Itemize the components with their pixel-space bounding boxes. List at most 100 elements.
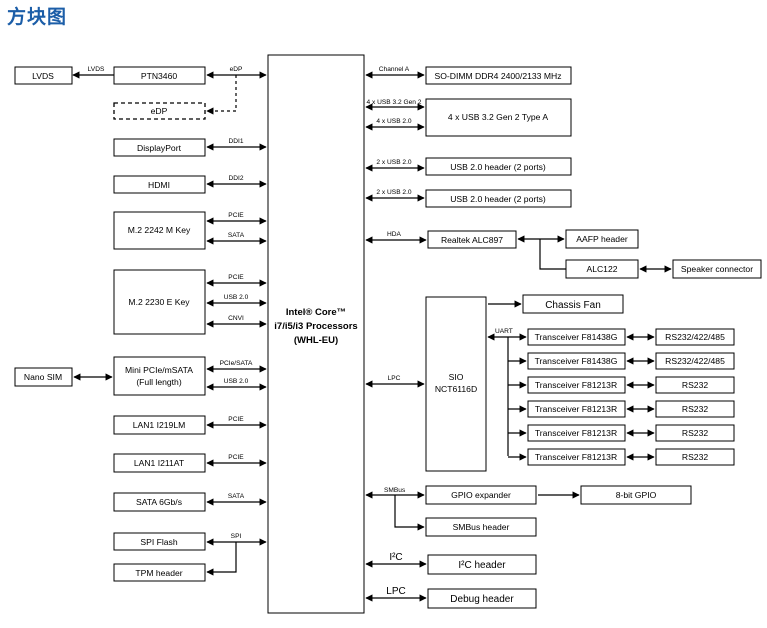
realtek-label: Realtek ALC897 <box>441 235 503 245</box>
usb-header-2-label: USB 2.0 header (2 ports) <box>450 194 546 204</box>
ddi2-label: DDI2 <box>228 175 243 182</box>
m2e-usb-label: USB 2.0 <box>224 294 249 301</box>
tpm-header-label: TPM header <box>135 568 182 578</box>
hda-label: HDA <box>387 231 402 238</box>
serial-port-box <box>655 376 735 394</box>
serial-port-label: RS232 <box>682 452 708 462</box>
lan-i219lm-label: LAN1 I219LM <box>133 420 186 430</box>
gpio-expander-box <box>425 485 537 505</box>
transceiver-box <box>527 328 626 346</box>
lan-i211at-box <box>113 453 206 473</box>
usbh2-link-label: 2 x USB 2.0 <box>376 189 412 196</box>
edp-link-label: eDP <box>230 66 243 73</box>
alc122-link <box>539 239 566 270</box>
lvds-link-label: LVDS <box>88 66 105 73</box>
smbus-header-box <box>425 517 537 537</box>
serial-port-label: RS232/422/485 <box>665 356 725 366</box>
displayport-box <box>113 138 206 157</box>
ddi1-label: DDI1 <box>228 138 243 145</box>
smbus-label: SMBus <box>384 487 406 494</box>
sata-link-label: SATA <box>228 493 245 500</box>
transceiver-box <box>527 400 626 418</box>
mini-pcie-label-1: Mini PCIe/mSATA <box>125 365 193 375</box>
transceiver-label: Transceiver F81213R <box>535 428 617 438</box>
serial-port-box <box>655 400 735 418</box>
debug-link-label: LPC <box>386 586 405 597</box>
chassis-fan-box <box>522 294 624 314</box>
gpio8-label: 8-bit GPIO <box>616 490 657 500</box>
i2c-header-box <box>427 554 537 575</box>
sio-label-1: SIO <box>449 372 464 382</box>
usb32-label: 4 x USB 3.2 Gen 2 Type A <box>448 112 548 122</box>
smbus-header-link <box>394 495 425 531</box>
spi-flash-box <box>113 532 206 551</box>
alc122-box <box>565 259 639 279</box>
alc122-label: ALC122 <box>586 264 617 274</box>
usb20-label: 4 x USB 2.0 <box>376 118 412 125</box>
tpm-link <box>206 542 237 576</box>
serial-port-label: RS232 <box>682 428 708 438</box>
sodimm-label: SO-DIMM DDR4 2400/2133 MHz <box>434 71 561 81</box>
transceiver-box <box>527 376 626 394</box>
edp-box <box>113 102 206 120</box>
serial-port-label: RS232 <box>682 380 708 390</box>
spi-flash-label: SPI Flash <box>140 537 177 547</box>
transceiver-group: Transceiver F81438G RS232/422/485Transcei… <box>508 328 735 466</box>
debug-header-label: Debug header <box>450 594 514 605</box>
sata-box <box>113 492 206 512</box>
serial-port-box <box>655 352 735 370</box>
sodimm-box <box>425 66 572 85</box>
m2-m-key-box <box>113 211 206 250</box>
smbus-header-label: SMBus header <box>453 522 510 532</box>
speaker-box <box>672 259 762 279</box>
mini-usb-label: USB 2.0 <box>224 378 249 385</box>
aafp-label: AAFP header <box>576 234 628 244</box>
debug-header-box <box>427 588 537 609</box>
usb-header-1-box <box>425 157 572 176</box>
nano-sim-box <box>14 367 73 387</box>
usb-header-2-box <box>425 189 572 208</box>
m2m-pcie-label: PCIE <box>228 212 244 219</box>
lpc-label: LPC <box>388 375 401 382</box>
sio-label-2: NCT6116D <box>435 384 477 394</box>
serial-port-label: RS232 <box>682 404 708 414</box>
edp-dashed-link <box>206 75 237 115</box>
usb-header-1-label: USB 2.0 header (2 ports) <box>450 162 546 172</box>
m2e-cnvi-label: CNVI <box>228 315 244 322</box>
hdmi-label: HDMI <box>148 180 170 190</box>
m2-e-key-label: M.2 2230 E Key <box>128 297 190 307</box>
m2m-sata-label: SATA <box>228 232 245 239</box>
lan1-pcie-label: PCIE <box>228 416 244 423</box>
gpio8-box <box>580 485 692 505</box>
spi-link-label: SPI <box>231 533 242 540</box>
aafp-box <box>565 229 639 249</box>
transceiver-label: Transceiver F81213R <box>535 404 617 414</box>
edp-box-label: eDP <box>151 106 168 116</box>
serial-port-label: RS232/422/485 <box>665 332 725 342</box>
sata-label: SATA 6Gb/s <box>136 497 182 507</box>
mini-pcie-box <box>113 356 206 396</box>
cpu-block <box>267 54 365 614</box>
page-title: 方块图 <box>7 6 68 28</box>
cpu-label-1: Intel® Core™ <box>286 307 346 318</box>
realtek-box <box>427 230 517 249</box>
transceiver-box <box>527 424 626 442</box>
transceiver-box <box>527 448 626 466</box>
i2c-link-label: I²C <box>389 552 402 563</box>
speaker-label: Speaker connector <box>681 264 753 274</box>
m2-e-key-box <box>113 269 206 335</box>
transceiver-label: Transceiver F81438G <box>535 356 618 366</box>
lan-i219lm-box <box>113 415 206 435</box>
usb32-gen2-label: 4 x USB 3.2 Gen 2 <box>367 99 422 106</box>
transceiver-box <box>527 352 626 370</box>
tpm-header-box <box>113 563 206 582</box>
sio-box <box>425 296 487 472</box>
usb32-box <box>425 98 572 137</box>
chassis-fan-label: Chassis Fan <box>545 300 601 311</box>
lvds-box-label: LVDS <box>32 71 54 81</box>
mini-pcie-label-2: (Full length) <box>136 377 182 387</box>
nano-sim-label: Nano SIM <box>24 372 62 382</box>
i2c-header-label: I²C header <box>458 560 506 571</box>
ptn3460-label: PTN3460 <box>141 71 178 81</box>
